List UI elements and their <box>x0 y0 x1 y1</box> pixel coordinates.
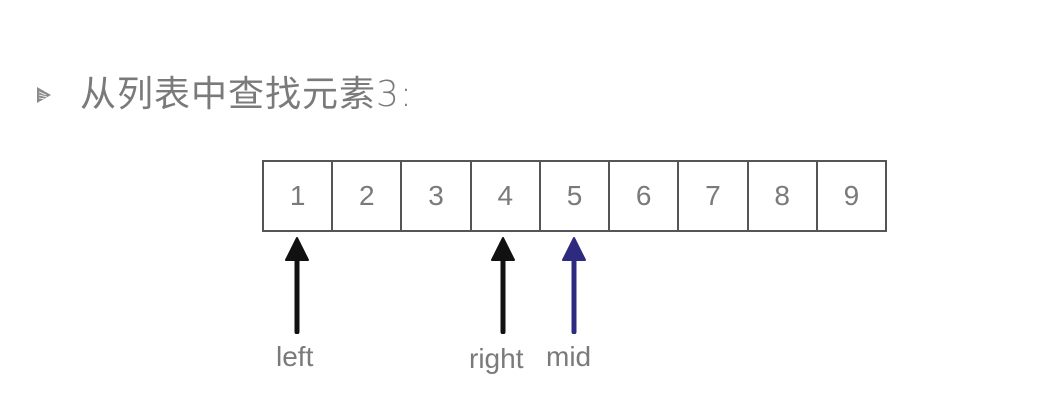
array-cell: 8 <box>749 162 818 230</box>
array-list: 1 2 3 4 5 6 7 8 9 <box>262 160 887 232</box>
heading-text: 从列表中查找元素3: <box>80 74 414 115</box>
array-cell: 5 <box>541 162 611 230</box>
array-cell: 2 <box>333 162 403 230</box>
array-cell: 4 <box>472 162 541 230</box>
left-pointer-arrow-icon <box>285 237 309 334</box>
mid-pointer-arrow-icon <box>562 237 586 334</box>
right-pointer-label: right <box>469 343 524 374</box>
mid-pointer-label: mid <box>546 341 592 372</box>
array-cell: 9 <box>843 180 860 211</box>
right-pointer-arrow-icon <box>491 237 515 334</box>
array-cell: 1 <box>264 162 334 230</box>
array-cell: 7 <box>679 162 749 230</box>
triangle-bullet-icon <box>37 87 51 103</box>
left-pointer-label: left <box>276 341 314 372</box>
array-cell: 6 <box>610 162 680 230</box>
array-cell: 3 <box>402 162 472 230</box>
